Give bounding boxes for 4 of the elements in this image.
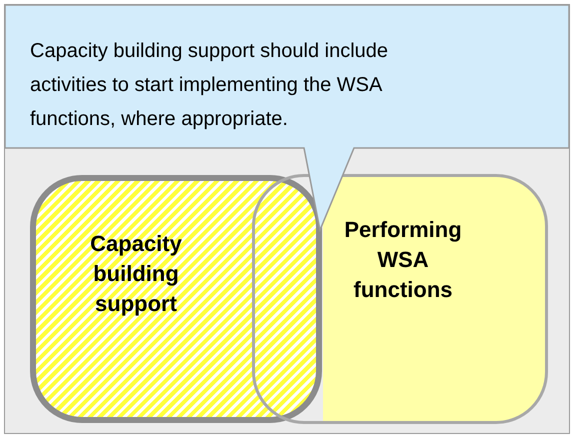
callout-text: Capacity building support should include activities to start implementing the WSA functions, where appropriate.: [30, 39, 390, 132]
venn-rounded-box: [252, 174, 548, 424]
box-label: Performing WSA functions: [343, 216, 463, 304]
venn-rounded-box: [30, 175, 322, 423]
